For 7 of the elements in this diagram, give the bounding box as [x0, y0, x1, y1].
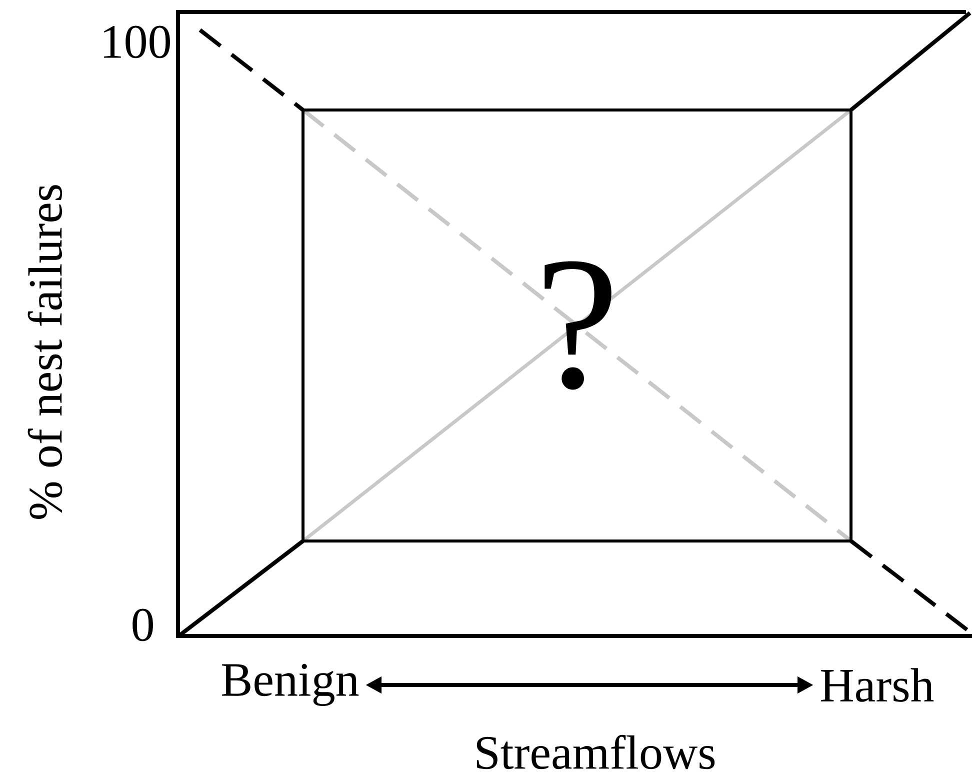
- axis-end-label: Benign: [222, 664, 359, 706]
- tick-label: 100: [104, 26, 170, 58]
- question-box: ?: [302, 108, 852, 542]
- axis-end-label: Harsh: [821, 668, 934, 702]
- axis-title: % of nest failures: [28, 185, 62, 519]
- tick-label: 0: [132, 608, 153, 642]
- axis-title: Streamflows: [476, 734, 715, 770]
